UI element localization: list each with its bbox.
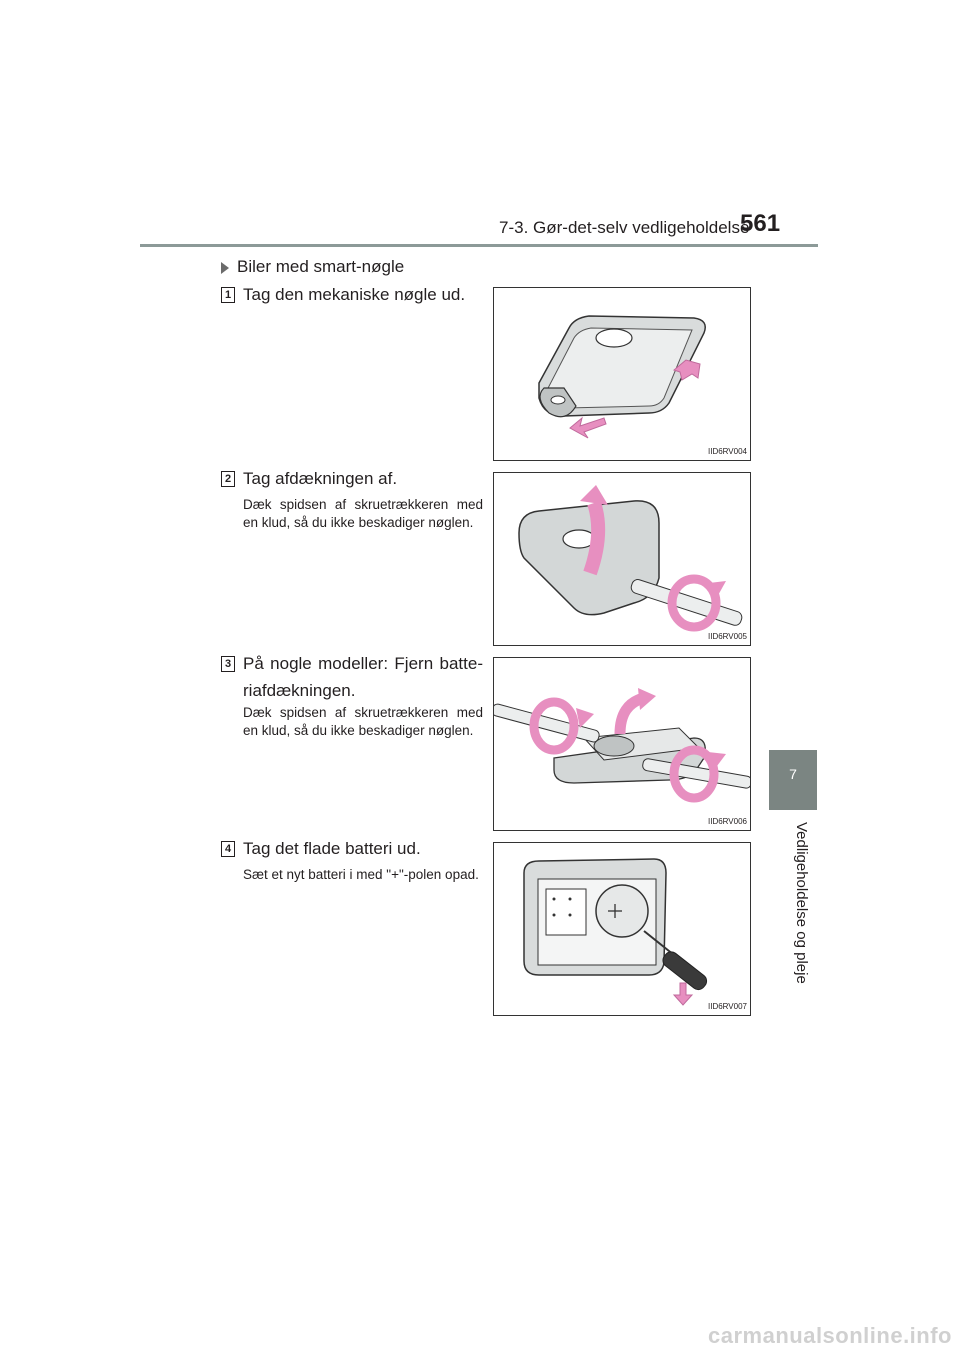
step-1-text: Tag den mekaniske nøgle ud. xyxy=(243,285,466,304)
subheading: Biler med smart-nøgle xyxy=(221,257,404,277)
step-number-2: 2 xyxy=(221,471,235,487)
key-remove-battery-illustration: IID6RV007 xyxy=(523,858,748,1011)
figure-4-code: IID6RV007 xyxy=(708,1002,748,1011)
triangle-bullet-icon xyxy=(221,261,229,274)
key-remove-mechanical-key-illustration: IID6RV004 xyxy=(538,315,748,456)
step-4-text: Tag det flade batteri ud. xyxy=(243,839,421,858)
figure-2-code: IID6RV005 xyxy=(708,632,748,641)
figure-3-code: IID6RV006 xyxy=(708,817,748,826)
watermark-logo: carmanualsonline.info xyxy=(708,1323,952,1348)
step-2-note: Dæk spidsen af skruetrækkeren med en klu… xyxy=(243,497,483,530)
key-remove-cover-illustration: IID6RV005 xyxy=(518,485,748,641)
chapter-label: Vedligeholdelse og pleje xyxy=(793,822,810,984)
figure-1-code: IID6RV004 xyxy=(708,447,748,456)
step-number-4: 4 xyxy=(221,841,235,857)
step-number-1: 1 xyxy=(221,287,235,303)
figure-step-3: IID6RV006 xyxy=(493,657,751,831)
figure-step-4: IID6RV007 xyxy=(493,842,751,1016)
header-rule xyxy=(140,244,818,247)
figure-step-2: IID6RV005 xyxy=(493,472,751,646)
section-title: 7-3. Gør-det-selv vedligeholdelse xyxy=(499,218,750,237)
chapter-tab xyxy=(769,750,817,810)
page-number: 561 xyxy=(740,210,781,237)
step-3-note: Dæk spidsen af skruetrækkeren med en klu… xyxy=(243,705,483,738)
figure-step-1: IID6RV004 xyxy=(493,287,751,461)
chapter-number: 7 xyxy=(789,766,797,782)
step-3-text: På nogle modeller: Fjern batte-riafdækni… xyxy=(243,654,483,700)
step-2-text: Tag afdækningen af. xyxy=(243,469,398,488)
key-remove-battery-cover-illustration: IID6RV006 xyxy=(494,688,750,826)
step-4-note: Sæt et nyt batteri i med "+"-polen opad. xyxy=(243,867,479,882)
step-number-3: 3 xyxy=(221,656,235,672)
subheading-text: Biler med smart-nøgle xyxy=(237,257,405,276)
